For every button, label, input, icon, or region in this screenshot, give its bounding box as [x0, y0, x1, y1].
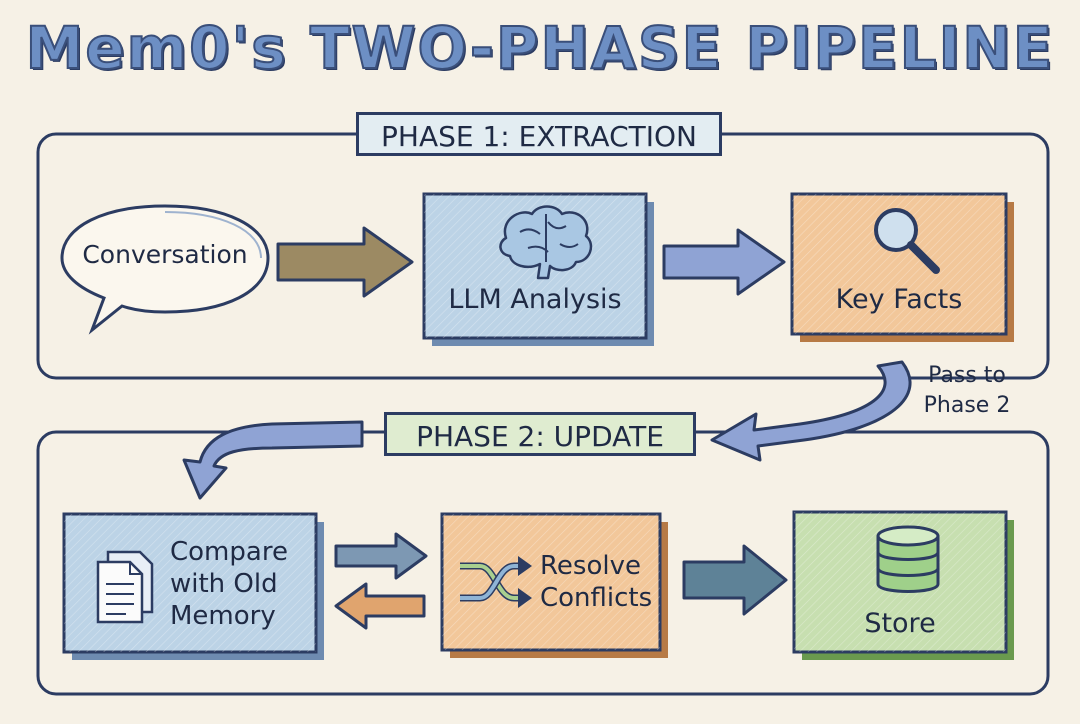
database-icon — [876, 525, 940, 593]
compare-label-line3: Memory — [170, 601, 276, 631]
magnifier-icon — [874, 208, 940, 274]
arrow-compare-to-resolve — [334, 532, 428, 580]
arrow-resolve-to-store — [682, 544, 788, 616]
phase2-label: PHASE 2: UPDATE — [384, 412, 696, 456]
resolve-label-line2: Conflicts — [540, 583, 653, 613]
compare-node[interactable] — [62, 512, 324, 660]
shuffle-icon — [460, 556, 532, 608]
resolve-node[interactable] — [440, 512, 668, 658]
arrow-resolve-to-compare — [334, 582, 426, 630]
brain-icon — [499, 205, 593, 280]
pass-to-phase2-note-line2: Phase 2 — [923, 393, 1011, 418]
store-label: Store — [864, 608, 936, 639]
llm-analysis-label: LLM Analysis — [448, 284, 622, 315]
speech-bubble-icon — [60, 204, 270, 335]
compare-label-line2: with Old — [170, 569, 278, 599]
compare-label-line1: Compare — [170, 537, 288, 567]
arrow-llm-to-keyfacts — [662, 228, 786, 296]
diagram-title: Mem0's TWO-PHASE PIPELINE — [25, 13, 1055, 83]
conversation-label: Conversation — [82, 240, 248, 269]
arrow-into-compare — [182, 420, 364, 500]
phase1-label: PHASE 1: EXTRACTION — [356, 112, 722, 156]
resolve-label-line1: Resolve — [540, 551, 641, 581]
pass-to-phase2-note-line1: Pass to — [928, 363, 1006, 388]
arrow-conversation-to-llm — [276, 226, 414, 298]
arrow-pass-to-phase2 — [710, 360, 912, 462]
key-facts-label: Key Facts — [835, 284, 963, 315]
documents-icon — [96, 550, 154, 624]
